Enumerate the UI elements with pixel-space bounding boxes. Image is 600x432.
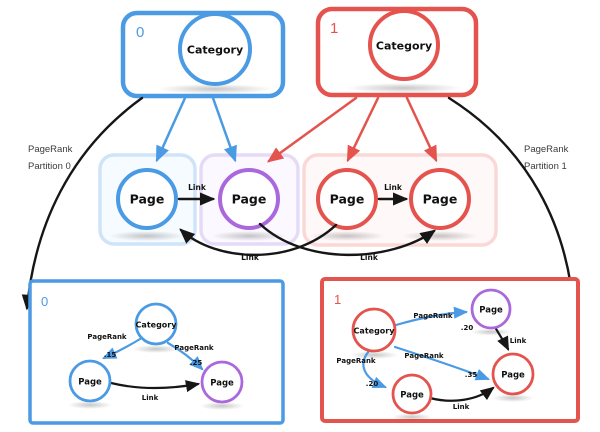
bl-page-label-1: Page [78, 378, 102, 388]
partition-0-id: 0 [136, 24, 144, 41]
br-page-node-mid [491, 352, 535, 396]
partition0-left-text: Partition 0 [28, 161, 71, 172]
bl-pagerank-label-1: PageRank [87, 333, 127, 341]
bl-pagerank-value-2: .25 [190, 359, 203, 367]
page-2-shadow [211, 231, 287, 241]
bottom-partition-0: 0 PageRank .15 PageRank .25 Link Categor… [28, 279, 285, 425]
partition-0-box-group: 0 Category [120, 10, 286, 99]
bl-pagerank-label-2: PageRank [174, 344, 214, 352]
bl-pagerank-arrow-2 [166, 341, 204, 371]
br-pagerank-arrow-3 [393, 345, 491, 381]
bottom-box-1-id: 1 [334, 292, 341, 307]
br-pagebottom-shadow [392, 413, 432, 421]
category-node-0 [178, 12, 252, 86]
category0-to-page1-arrow [155, 96, 187, 163]
bottom-partition-1: 1 PageRank .20 PageRank .20 PageRank .35… [320, 277, 580, 423]
bl-page-label-2: Page [210, 379, 234, 389]
partition-1-id: 1 [330, 20, 338, 37]
br-link-arrow-top [493, 325, 510, 351]
category-label-0: Category [187, 44, 243, 57]
middle-row: Page Page Page Page Link Link Link Link [98, 96, 498, 262]
link-label-2: Link [384, 183, 403, 192]
page-3-shadow [309, 231, 385, 241]
side-label-right: PageRank Partition 1 [524, 144, 569, 172]
br-page-label-top: Page [479, 306, 503, 316]
category-node-1 [368, 9, 440, 81]
br-pagerank-label-3: PageRank [404, 352, 444, 360]
br-pagemid-shadow [492, 394, 534, 402]
bl-link-arrow [109, 380, 201, 393]
page-node-1 [116, 168, 178, 230]
partition-1-box-group: 1 Category [315, 6, 479, 98]
bl-page-node-2 [200, 360, 244, 404]
br-page-node-bottom [391, 373, 433, 415]
partition-1-shadow [346, 83, 462, 93]
page-node-4 [409, 168, 471, 230]
bl-category-shadow [132, 345, 180, 353]
category0-to-page2-arrow [211, 96, 237, 163]
bl-page1-shadow [68, 401, 112, 409]
page-label-2: Page [232, 192, 267, 207]
category1-to-page4-arrow [405, 96, 438, 163]
br-page-label-mid: Page [501, 371, 525, 381]
br-pagerank-value-3: .35 [465, 371, 478, 379]
link-label-4: Link [241, 253, 260, 262]
br-page-label-bottom: Page [400, 391, 424, 401]
br-link-arrow-bottom [428, 386, 495, 402]
br-pagerank-arrow-2 [362, 349, 388, 389]
bl-link-label: Link [142, 394, 159, 402]
br-pagerank-value-1: .20 [461, 324, 474, 332]
category1-to-page2-arrow [266, 96, 358, 163]
br-pagerank-label-2: PageRank [336, 357, 376, 365]
bl-page2-shadow [200, 402, 244, 410]
category-label-1: Category [376, 40, 432, 53]
link-arrow-page3-page1 [179, 223, 338, 257]
partition-0-shadow [157, 84, 273, 94]
br-page-node-top [470, 288, 512, 330]
partition1-right-text: Partition 1 [524, 161, 567, 172]
br-pagerank-arrow-1 [394, 306, 469, 327]
br-link-label-bottom: Link [453, 403, 470, 411]
page-node-2 [218, 168, 280, 230]
side-label-left: PageRank Partition 0 [28, 144, 73, 172]
br-category-node [351, 307, 397, 353]
bl-category-label: Category [136, 321, 178, 330]
category1-to-page3-arrow [346, 96, 380, 163]
br-category-label: Category [354, 327, 396, 336]
link-label-1: Link [188, 183, 207, 192]
page-1-shadow [109, 231, 185, 241]
bl-pagerank-value-1: .15 [104, 351, 117, 359]
link-label-3: Link [360, 253, 379, 262]
page-label-3: Page [330, 192, 365, 207]
link-arrow-page2-page4 [258, 222, 436, 257]
bottom-box-0-id: 0 [41, 294, 48, 309]
page-label-1: Page [130, 192, 165, 207]
br-link-label-top: Link [510, 337, 527, 345]
br-pagetop-shadow [471, 328, 511, 336]
bl-page-node-1 [68, 359, 112, 403]
bl-pagerank-arrow-1 [101, 337, 142, 360]
page-node-3 [316, 168, 378, 230]
br-pagerank-value-2: .20 [366, 380, 379, 388]
pagerank-left-text: PageRank [28, 144, 73, 155]
page-4-shadow [402, 231, 478, 241]
br-pagerank-label-1: PageRank [413, 312, 453, 320]
bl-category-node [134, 302, 178, 346]
page-label-4: Page [423, 192, 458, 207]
pagerank-right-text: PageRank [524, 144, 569, 155]
pagerank-partition0-arrow [21, 96, 144, 311]
br-category-shadow [350, 351, 398, 359]
